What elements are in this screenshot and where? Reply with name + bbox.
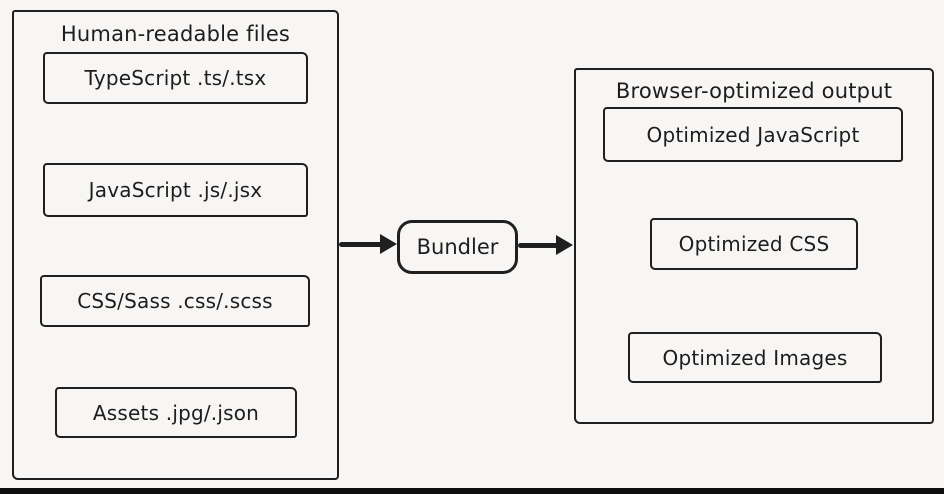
javascript-files-box: JavaScript .js/.jsx (43, 163, 308, 217)
typescript-files-label: TypeScript .ts/.tsx (84, 66, 267, 90)
human-readable-files-panel: Human-readable files (12, 10, 339, 480)
bottom-edge-bar (0, 488, 944, 494)
optimized-images-box: Optimized Images (628, 332, 882, 383)
assets-files-label: Assets .jpg/.json (92, 400, 260, 425)
css-sass-files-box: CSS/Sass .css/.scss (40, 275, 310, 327)
left-panel-title: Human-readable files (60, 22, 291, 46)
arrow-head-icon (380, 234, 397, 254)
bundler-label: Bundler (416, 235, 499, 259)
bundler-node: Bundler (397, 220, 518, 274)
right-panel-title: Browser-optimized output (615, 79, 893, 103)
optimized-javascript-box: Optimized JavaScript (603, 107, 903, 162)
optimized-images-label: Optimized Images (662, 345, 848, 370)
optimized-javascript-label: Optimized JavaScript (646, 122, 860, 147)
browser-optimized-output-panel: Browser-optimized output (574, 68, 934, 424)
typescript-files-box: TypeScript .ts/.tsx (43, 52, 308, 104)
javascript-files-label: JavaScript .js/.jsx (88, 178, 263, 202)
optimized-css-box: Optimized CSS (650, 218, 858, 270)
arrow-head-icon (556, 235, 573, 255)
arrow-shaft (339, 242, 384, 247)
css-sass-files-label: CSS/Sass .css/.scss (77, 289, 273, 313)
arrow-shaft (518, 243, 558, 248)
assets-files-box: Assets .jpg/.json (55, 387, 297, 438)
optimized-css-label: Optimized CSS (678, 232, 830, 256)
